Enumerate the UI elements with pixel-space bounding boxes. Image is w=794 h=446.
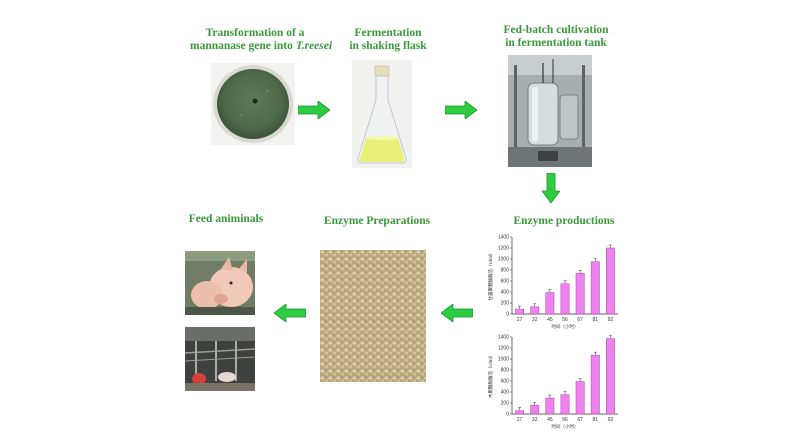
y-tick-label: 0: [506, 412, 509, 418]
bar: [546, 398, 554, 414]
x-tick-label: 92: [608, 317, 614, 323]
left-arrow-icon: [274, 304, 306, 322]
x-tick-label: 92: [608, 417, 614, 423]
fermentation-label-line1: Fermentation: [338, 27, 438, 40]
y-tick-label: 600: [501, 379, 510, 385]
fedbatch-label-line1: Fed-batch cultivation: [486, 24, 626, 37]
x-tick-label: 56: [562, 417, 568, 423]
x-tick-label: 27: [517, 417, 523, 423]
petri-dish-photo: [211, 63, 295, 145]
mannanase-activity-chart: 0 200 400 600 800 1000 1200 1400 甘露聚糖酶酶活（U/ml） 27…: [484, 232, 626, 330]
fedbatch-label: Fed-batch cultivation in fermentation ta…: [486, 24, 626, 50]
x-tick-label: 81: [593, 417, 599, 423]
x-tick-label: 45: [547, 417, 553, 423]
fermentation-label: Fermentation in shaking flask: [338, 27, 438, 53]
x-axis-label: 时间（小时）: [552, 423, 579, 430]
enzyme-preparations-label: Enzyme Preparations: [322, 215, 432, 228]
y-tick-label: 1000: [498, 257, 509, 263]
y-tick-label: 1200: [498, 346, 509, 352]
transformation-label-line2: mannanase gene into T.reesei: [190, 40, 320, 53]
bar: [561, 395, 569, 414]
bar: [561, 284, 569, 314]
y-tick-label: 1400: [498, 235, 509, 241]
x-tick-label: 32: [532, 417, 538, 423]
y-axis-label: 木聚糖酶酶活（U/ml）: [487, 353, 494, 398]
x-tick-label: 27: [517, 317, 523, 323]
y-tick-label: 200: [501, 401, 510, 407]
right-arrow-icon: [445, 101, 477, 119]
bar: [591, 262, 599, 314]
bar: [515, 309, 523, 314]
bar: [546, 293, 554, 314]
y-tick-label: 400: [501, 390, 510, 396]
fermentation-tank-photo: [508, 55, 592, 167]
left-arrow-icon: [441, 304, 473, 322]
x-tick-label: 56: [562, 317, 568, 323]
pig-photo: [185, 251, 255, 315]
enzyme-productions-label: Enzyme productions: [506, 215, 622, 228]
y-tick-label: 1400: [498, 335, 509, 341]
y-tick-label: 800: [501, 368, 510, 374]
y-tick-label: 0: [506, 312, 509, 318]
transformation-label: Transformation of a mannanase gene into …: [190, 27, 320, 53]
bar: [606, 248, 614, 314]
bar: [531, 405, 539, 414]
bar: [606, 339, 614, 414]
bar: [576, 382, 584, 414]
transformation-label-line1: Transformation of a: [190, 27, 320, 40]
x-tick-label: 67: [577, 417, 583, 423]
shaking-flask-photo: [352, 60, 412, 168]
x-tick-label: 67: [577, 317, 583, 323]
bar: [576, 273, 584, 314]
x-axis-label: 时间（小时）: [552, 323, 579, 330]
x-tick-label: 45: [547, 317, 553, 323]
y-tick-label: 1000: [498, 357, 509, 363]
x-tick-label: 32: [532, 317, 538, 323]
bar: [531, 307, 539, 314]
bar: [515, 411, 523, 414]
fedbatch-label-line2: in fermentation tank: [486, 37, 626, 50]
enzyme-pellets-photo: [320, 250, 426, 382]
y-tick-label: 600: [501, 279, 510, 285]
x-tick-label: 81: [593, 317, 599, 323]
y-tick-label: 400: [501, 290, 510, 296]
down-arrow-icon: [542, 173, 560, 203]
right-arrow-icon: [298, 101, 330, 119]
bar: [591, 355, 599, 414]
fermentation-label-line2: in shaking flask: [338, 40, 438, 53]
y-tick-label: 800: [501, 268, 510, 274]
y-tick-label: 200: [501, 301, 510, 307]
feed-animals-label: Feed animinals: [186, 213, 266, 226]
y-axis-label: 甘露聚糖酶酶活（U/ml）: [487, 251, 494, 301]
xylanase-activity-chart: 0 200 400 600 800 1000 1200 1400 木聚糖酶酶活（U/ml） 27 3…: [484, 332, 626, 430]
barn-photo: [185, 327, 255, 391]
y-tick-label: 1200: [498, 246, 509, 252]
